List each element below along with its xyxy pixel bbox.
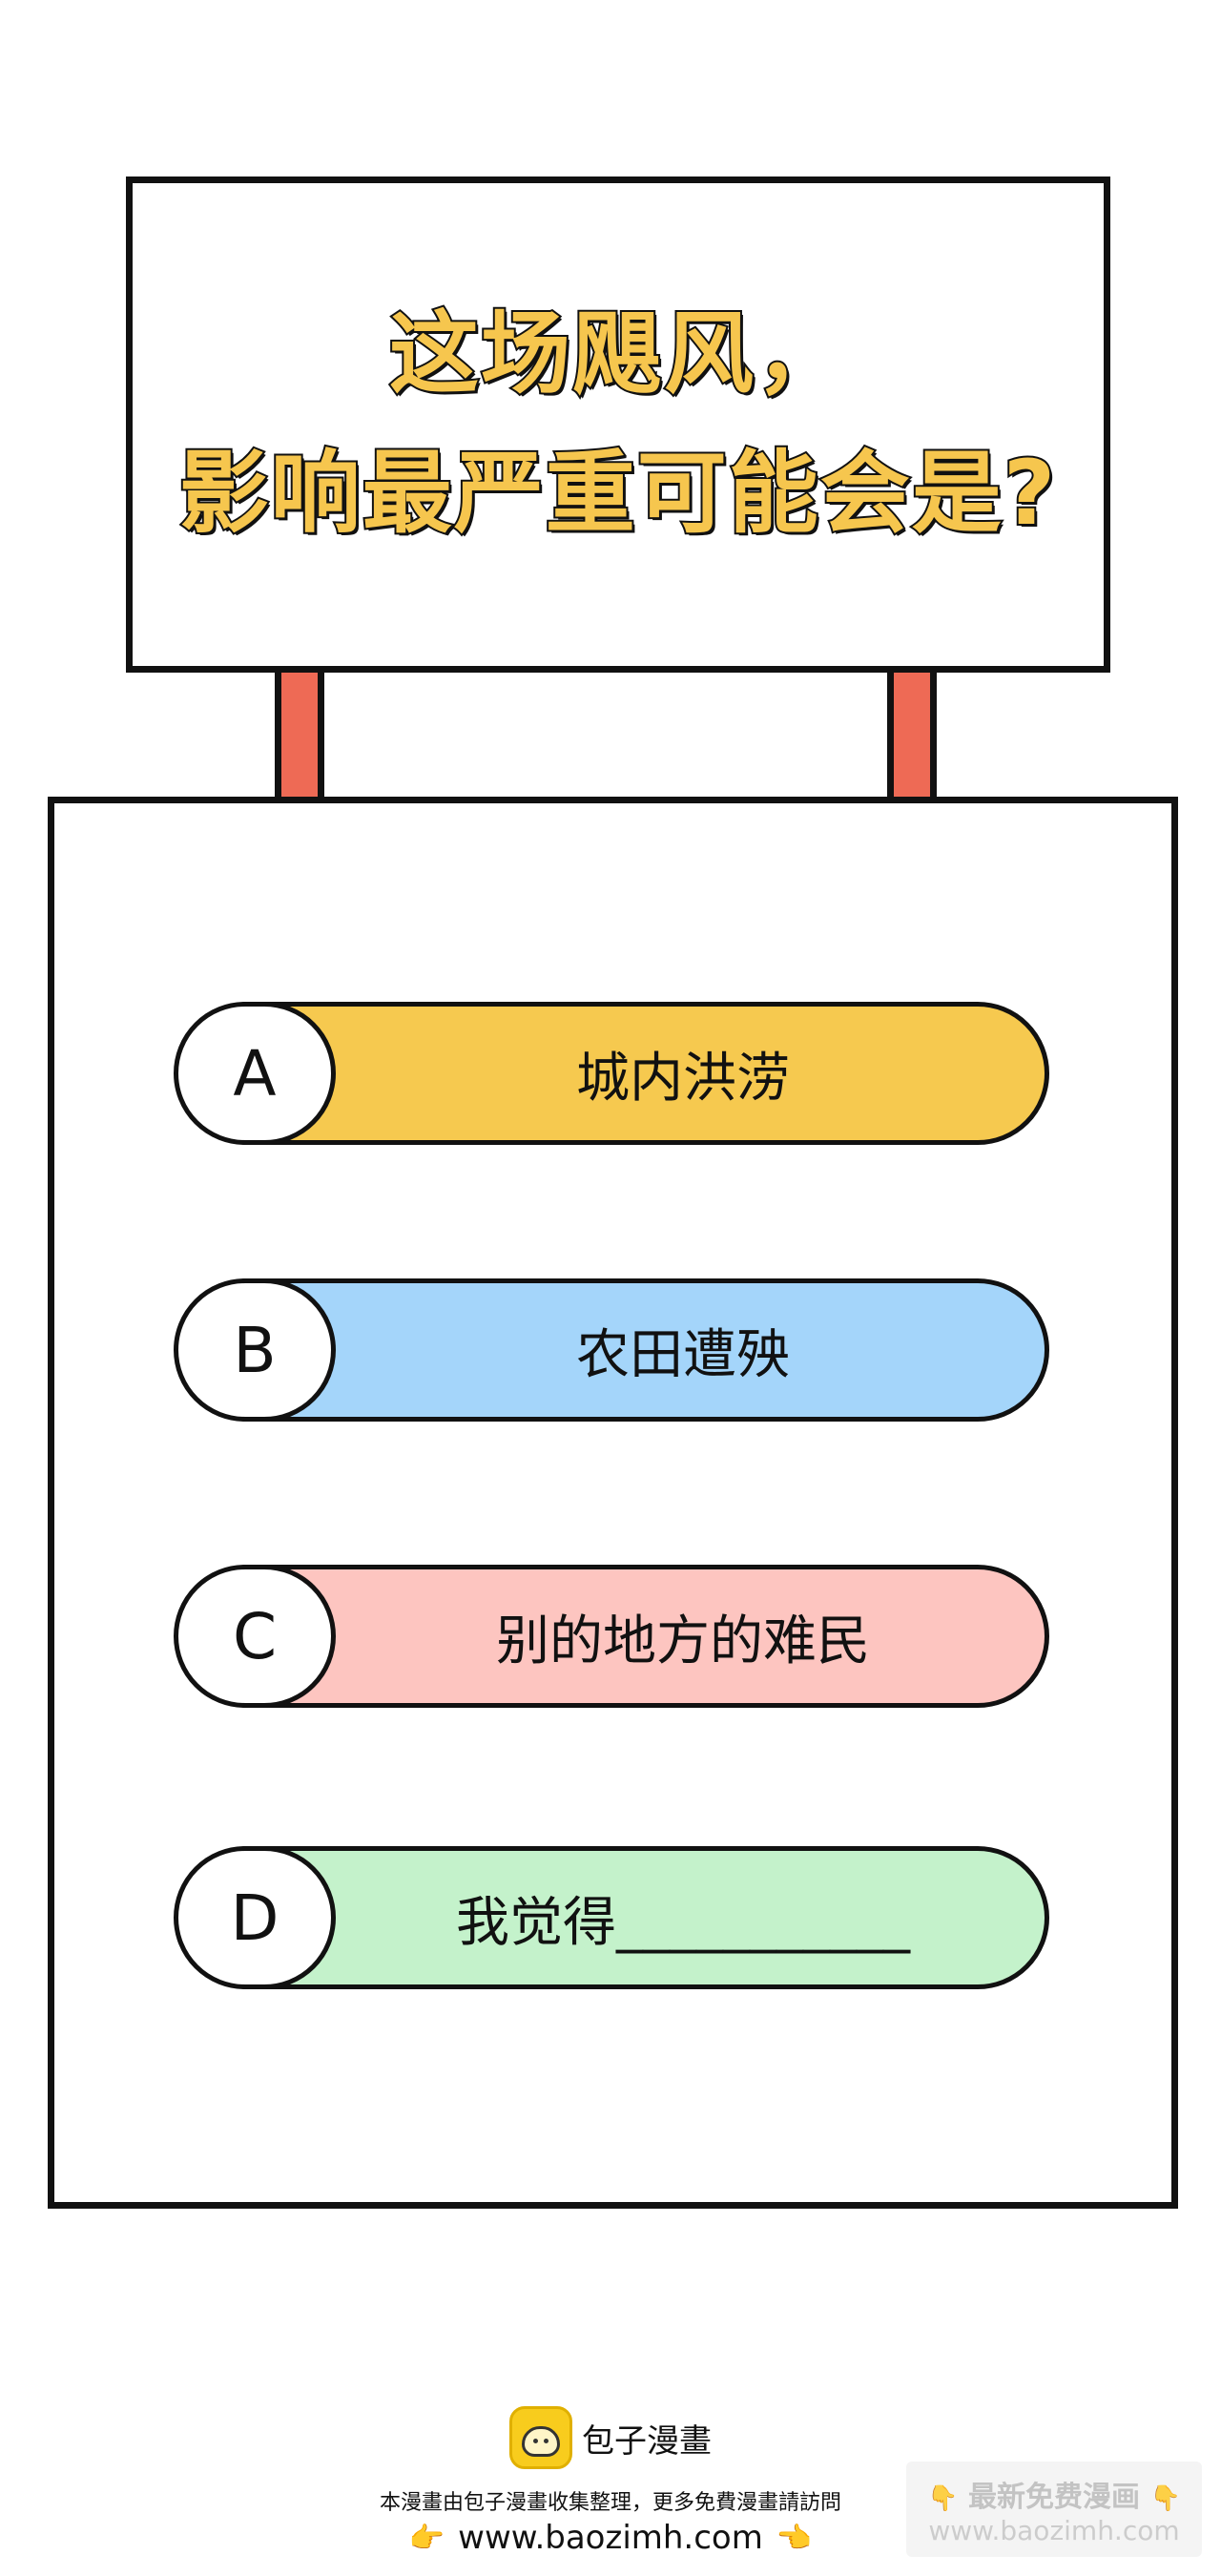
- pointing-down-icon: 👇: [927, 2483, 959, 2513]
- watermark-title: 最新免费漫画: [968, 2480, 1140, 2514]
- footer-url-link[interactable]: www.baozimh.com: [458, 2519, 763, 2557]
- option-d[interactable]: 我觉得___________ D: [174, 1846, 1049, 1989]
- pointing-down-icon-right: 👇: [1149, 2483, 1181, 2513]
- question-line-2: 影响最严重可能会是?: [177, 440, 1058, 548]
- brand-name: 包子漫畫: [582, 2421, 712, 2461]
- question-line-1: 这场飓风，: [387, 301, 847, 408]
- question-sign: 这场飓风， 影响最严重可能会是?: [126, 177, 1110, 673]
- sign-post-left: [275, 673, 324, 801]
- option-b-badge: B: [174, 1278, 336, 1422]
- footer-note: 本漫畫由包子漫畫收集整理，更多免費漫畫請訪問: [379, 2491, 841, 2515]
- option-c[interactable]: 别的地方的难民 C: [174, 1565, 1049, 1708]
- option-a-pill[interactable]: 城内洪涝: [250, 1002, 1049, 1145]
- option-b-pill[interactable]: 农田遭殃: [250, 1278, 1049, 1422]
- sign-post-right: [887, 673, 937, 801]
- pointing-right-icon: 👉: [408, 2521, 445, 2555]
- option-a-letter: A: [233, 1036, 277, 1111]
- option-c-text: 别的地方的难民: [496, 1610, 870, 1672]
- option-c-badge: C: [174, 1565, 336, 1708]
- option-c-letter: C: [232, 1599, 278, 1673]
- option-a-text: 城内洪涝: [576, 1047, 790, 1110]
- option-a-badge: A: [174, 1002, 336, 1145]
- option-b-text: 农田遭殃: [576, 1323, 790, 1386]
- option-d-pill[interactable]: 我觉得___________: [250, 1846, 1049, 1989]
- option-d-text: 我觉得___________: [456, 1891, 910, 1954]
- option-d-letter: D: [230, 1880, 279, 1955]
- option-b-letter: B: [233, 1313, 277, 1387]
- option-d-badge: D: [174, 1846, 336, 1989]
- watermark-title-row: 👇 最新免费漫画 👇: [927, 2473, 1181, 2515]
- pointing-left-icon: 👈: [776, 2521, 813, 2555]
- watermark: 👇 最新免费漫画 👇 www.baozimh.com: [906, 2462, 1202, 2557]
- footer-brand: 包子漫畫: [0, 2406, 1221, 2469]
- watermark-url: www.baozimh.com: [928, 2514, 1180, 2546]
- option-a[interactable]: 城内洪涝 A: [174, 1002, 1049, 1145]
- baozi-logo-icon: [509, 2406, 572, 2469]
- footer-url-row: 👉 www.baozimh.com 👈: [0, 2519, 1221, 2557]
- option-c-pill[interactable]: 别的地方的难民: [250, 1565, 1049, 1708]
- option-b[interactable]: 农田遭殃 B: [174, 1278, 1049, 1422]
